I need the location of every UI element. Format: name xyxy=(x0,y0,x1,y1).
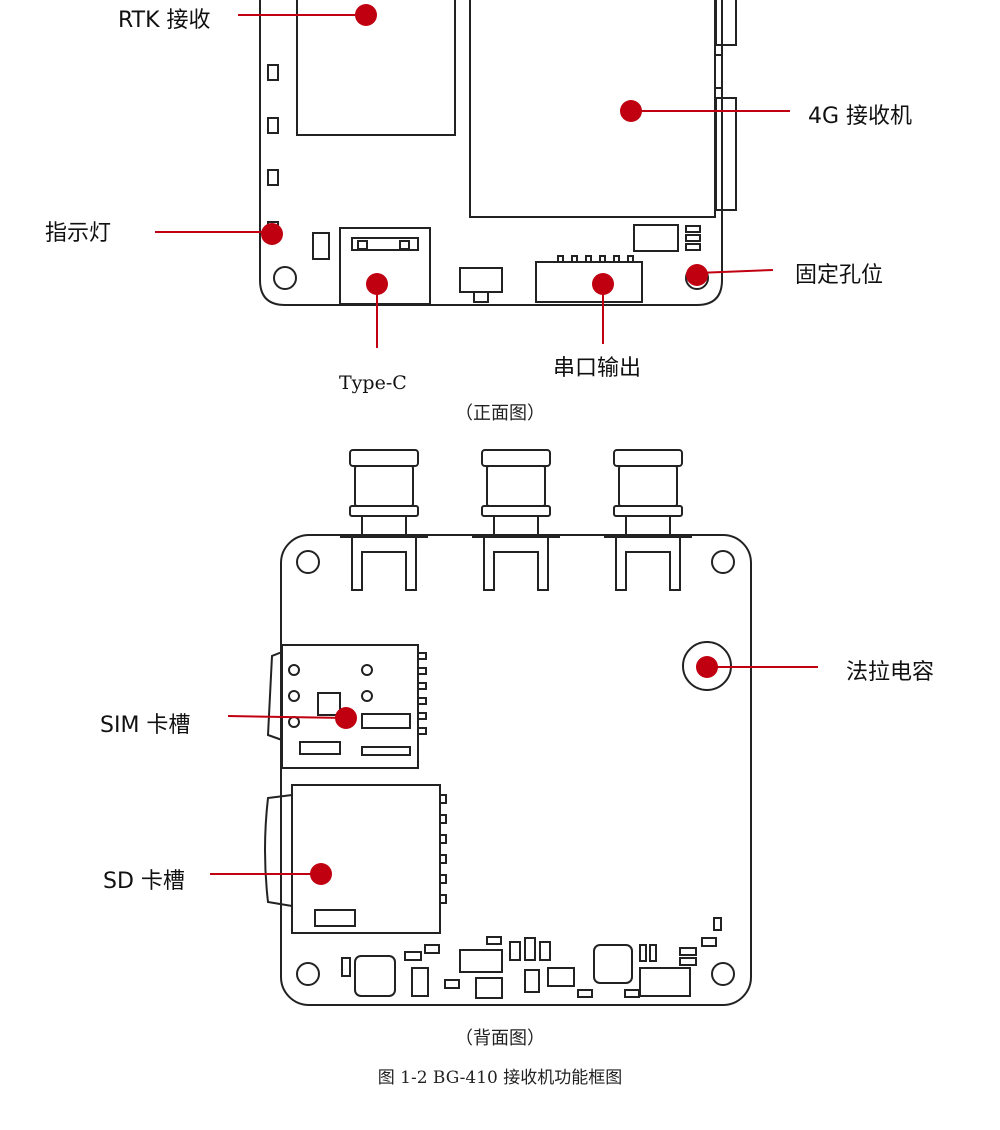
marker-serial xyxy=(592,273,614,295)
marker-hole xyxy=(686,264,708,286)
marker-indicator xyxy=(261,223,283,245)
label-farad-cap: 法拉电容 xyxy=(846,660,935,685)
figure-caption: 图 1-2 BG-410 接收机功能框图 xyxy=(377,1068,623,1088)
sim-slot xyxy=(281,644,419,769)
caption-front: （正面图） xyxy=(455,403,545,424)
label-typec: Type-C xyxy=(339,372,407,394)
front-hole-left xyxy=(273,266,297,290)
back-hole-bl xyxy=(296,962,320,986)
led-3 xyxy=(267,169,279,186)
label-indicator: 指示灯 xyxy=(45,221,112,246)
callout-line-sim xyxy=(227,715,347,719)
marker-sd xyxy=(310,863,332,885)
front-board-outline xyxy=(259,0,723,306)
label-sim-slot: SIM 卡槽 xyxy=(100,713,191,738)
led-2 xyxy=(267,117,279,134)
serial-connector xyxy=(535,261,643,303)
marker-farad xyxy=(696,656,718,678)
label-fourg: 4G 接收机 xyxy=(808,104,913,129)
led-1 xyxy=(267,64,279,81)
marker-sim xyxy=(335,707,357,729)
rtk-module xyxy=(296,0,456,136)
label-sd-slot: SD 卡槽 xyxy=(103,869,185,894)
back-board-outline xyxy=(280,534,752,1006)
antenna-3 xyxy=(604,449,692,591)
back-hole-br xyxy=(711,962,735,986)
callout-line-hole xyxy=(696,269,774,274)
label-serial: 串口输出 xyxy=(553,356,642,381)
caption-back: （背面图） xyxy=(455,1028,545,1049)
antenna-1 xyxy=(340,449,428,591)
marker-typec xyxy=(366,273,388,295)
fourg-module xyxy=(469,0,716,218)
typec-connector xyxy=(339,227,431,305)
antenna-2 xyxy=(472,449,560,591)
marker-fourg xyxy=(620,100,642,122)
back-hole-tr xyxy=(711,550,735,574)
label-mount-hole: 固定孔位 xyxy=(795,263,884,288)
back-hole-tl xyxy=(296,550,320,574)
marker-rtk xyxy=(355,4,377,26)
label-rtk: RTK 接收 xyxy=(118,8,211,33)
